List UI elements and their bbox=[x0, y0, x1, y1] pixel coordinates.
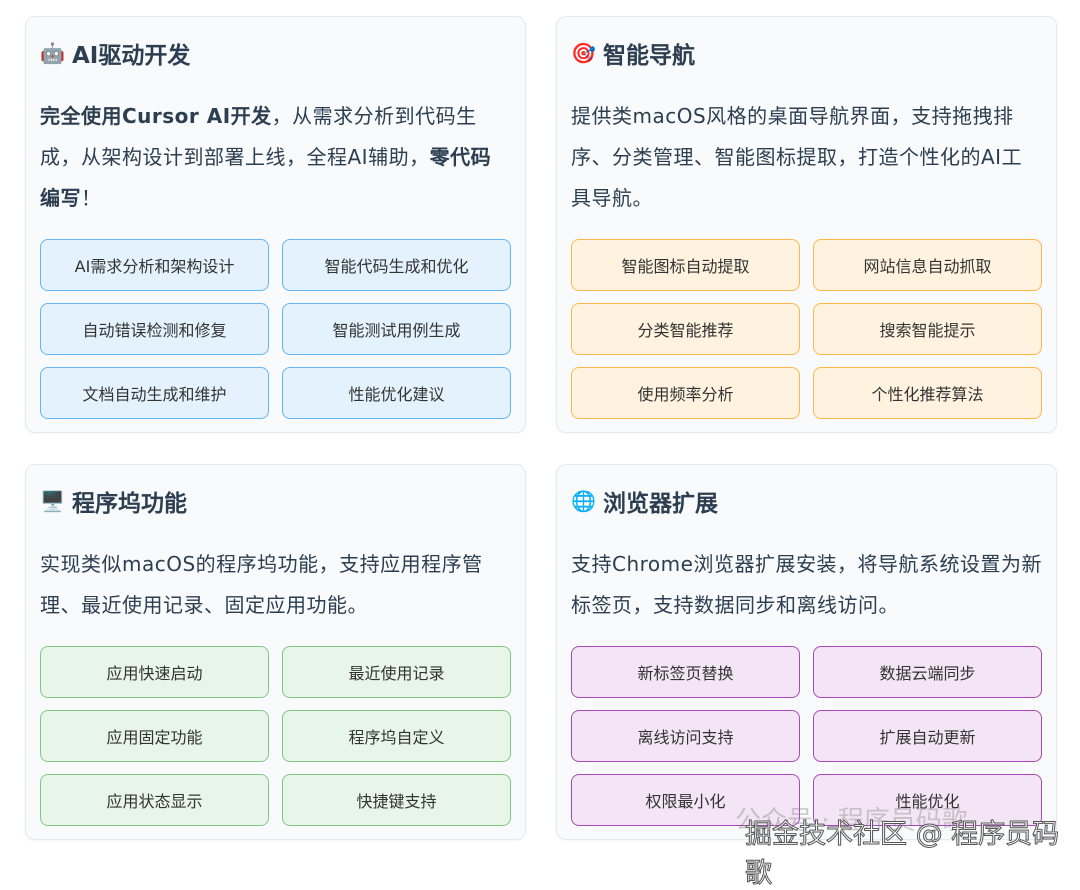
robot-icon: 🤖 bbox=[40, 41, 65, 65]
feature-button[interactable]: 文档自动生成和维护 bbox=[40, 367, 269, 419]
feature-button[interactable]: 使用频率分析 bbox=[571, 367, 800, 419]
card-ai-driven-dev: 🤖 AI驱动开发 完全使用Cursor AI开发，从需求分析到代码生成，从架构设… bbox=[25, 16, 526, 433]
card-description: 支持Chrome浏览器扩展安装，将导航系统设置为新标签页，支持数据同步和离线访问… bbox=[571, 544, 1042, 626]
watermark-wechat: 公众号 · 程序员码歌 bbox=[735, 806, 968, 836]
feature-button[interactable]: 个性化推荐算法 bbox=[813, 367, 1042, 419]
desc-bold: 完全使用Cursor AI开发 bbox=[40, 104, 272, 128]
card-title-text: AI驱动开发 bbox=[72, 43, 191, 69]
feature-grid: 🤖 AI驱动开发 完全使用Cursor AI开发，从需求分析到代码生成，从架构设… bbox=[25, 16, 1057, 840]
desc-bold: 零代码编写 bbox=[40, 145, 492, 210]
card-title: 🌐 浏览器扩展 bbox=[571, 488, 1042, 517]
watermark-juejin: 掘金技术社区 @ 程序员码歌 bbox=[745, 819, 1060, 890]
feature-button[interactable]: 网站信息自动抓取 bbox=[813, 239, 1042, 291]
feature-button[interactable]: 快捷键支持 bbox=[282, 774, 511, 826]
feature-button[interactable]: 离线访问支持 bbox=[571, 710, 800, 762]
desktop-computer-icon: 🖥️ bbox=[40, 489, 65, 513]
feature-button[interactable]: 数据云端同步 bbox=[813, 646, 1042, 698]
feature-button[interactable]: 性能优化 bbox=[813, 774, 1042, 826]
feature-buttons: AI需求分析和架构设计 智能代码生成和优化 自动错误检测和修复 智能测试用例生成… bbox=[40, 239, 511, 419]
feature-buttons: 新标签页替换 数据云端同步 离线访问支持 扩展自动更新 权限最小化 性能优化 bbox=[571, 646, 1042, 826]
feature-button[interactable]: AI需求分析和架构设计 bbox=[40, 239, 269, 291]
feature-button[interactable]: 性能优化建议 bbox=[282, 367, 511, 419]
card-browser-extension: 🌐 浏览器扩展 支持Chrome浏览器扩展安装，将导航系统设置为新标签页，支持数… bbox=[556, 464, 1057, 840]
feature-button[interactable]: 扩展自动更新 bbox=[813, 710, 1042, 762]
feature-button[interactable]: 程序坞自定义 bbox=[282, 710, 511, 762]
feature-button[interactable]: 应用快速启动 bbox=[40, 646, 269, 698]
card-dock-feature: 🖥️ 程序坞功能 实现类似macOS的程序坞功能，支持应用程序管理、最近使用记录… bbox=[25, 464, 526, 840]
desc-text: ，从需求分析到代码生成，从架构设计到部署上线，全程AI辅助， bbox=[40, 104, 477, 169]
feature-buttons: 应用快速启动 最近使用记录 应用固定功能 程序坞自定义 应用状态显示 快捷键支持 bbox=[40, 646, 511, 826]
card-title-text: 浏览器扩展 bbox=[603, 491, 718, 517]
feature-button[interactable]: 权限最小化 bbox=[571, 774, 800, 826]
feature-button[interactable]: 应用状态显示 bbox=[40, 774, 269, 826]
card-title: 🖥️ 程序坞功能 bbox=[40, 488, 511, 517]
feature-button[interactable]: 新标签页替换 bbox=[571, 646, 800, 698]
card-title-text: 智能导航 bbox=[603, 43, 695, 69]
card-description: 完全使用Cursor AI开发，从需求分析到代码生成，从架构设计到部署上线，全程… bbox=[40, 96, 511, 219]
feature-button[interactable]: 智能代码生成和优化 bbox=[282, 239, 511, 291]
feature-button[interactable]: 分类智能推荐 bbox=[571, 303, 800, 355]
globe-icon: 🌐 bbox=[571, 489, 596, 513]
card-description: 实现类似macOS的程序坞功能，支持应用程序管理、最近使用记录、固定应用功能。 bbox=[40, 544, 511, 626]
desc-text: 支持Chrome浏览器扩展安装，将导航系统设置为新标签页，支持数据同步和离线访问… bbox=[571, 552, 1042, 617]
feature-button[interactable]: 搜索智能提示 bbox=[813, 303, 1042, 355]
card-title: 🎯 智能导航 bbox=[571, 40, 1042, 69]
target-icon: 🎯 bbox=[571, 41, 596, 65]
feature-buttons: 智能图标自动提取 网站信息自动抓取 分类智能推荐 搜索智能提示 使用频率分析 个… bbox=[571, 239, 1042, 419]
card-smart-navigation: 🎯 智能导航 提供类macOS风格的桌面导航界面，支持拖拽排序、分类管理、智能图… bbox=[556, 16, 1057, 433]
card-title-text: 程序坞功能 bbox=[72, 491, 187, 517]
feature-button[interactable]: 最近使用记录 bbox=[282, 646, 511, 698]
feature-button[interactable]: 自动错误检测和修复 bbox=[40, 303, 269, 355]
desc-text: 实现类似macOS的程序坞功能，支持应用程序管理、最近使用记录、固定应用功能。 bbox=[40, 552, 483, 617]
desc-text: 提供类macOS风格的桌面导航界面，支持拖拽排序、分类管理、智能图标提取，打造个… bbox=[571, 104, 1023, 210]
feature-button[interactable]: 智能图标自动提取 bbox=[571, 239, 800, 291]
feature-button[interactable]: 应用固定功能 bbox=[40, 710, 269, 762]
desc-text: ！ bbox=[81, 186, 102, 210]
card-description: 提供类macOS风格的桌面导航界面，支持拖拽排序、分类管理、智能图标提取，打造个… bbox=[571, 96, 1042, 219]
feature-button[interactable]: 智能测试用例生成 bbox=[282, 303, 511, 355]
card-title: 🤖 AI驱动开发 bbox=[40, 40, 511, 69]
